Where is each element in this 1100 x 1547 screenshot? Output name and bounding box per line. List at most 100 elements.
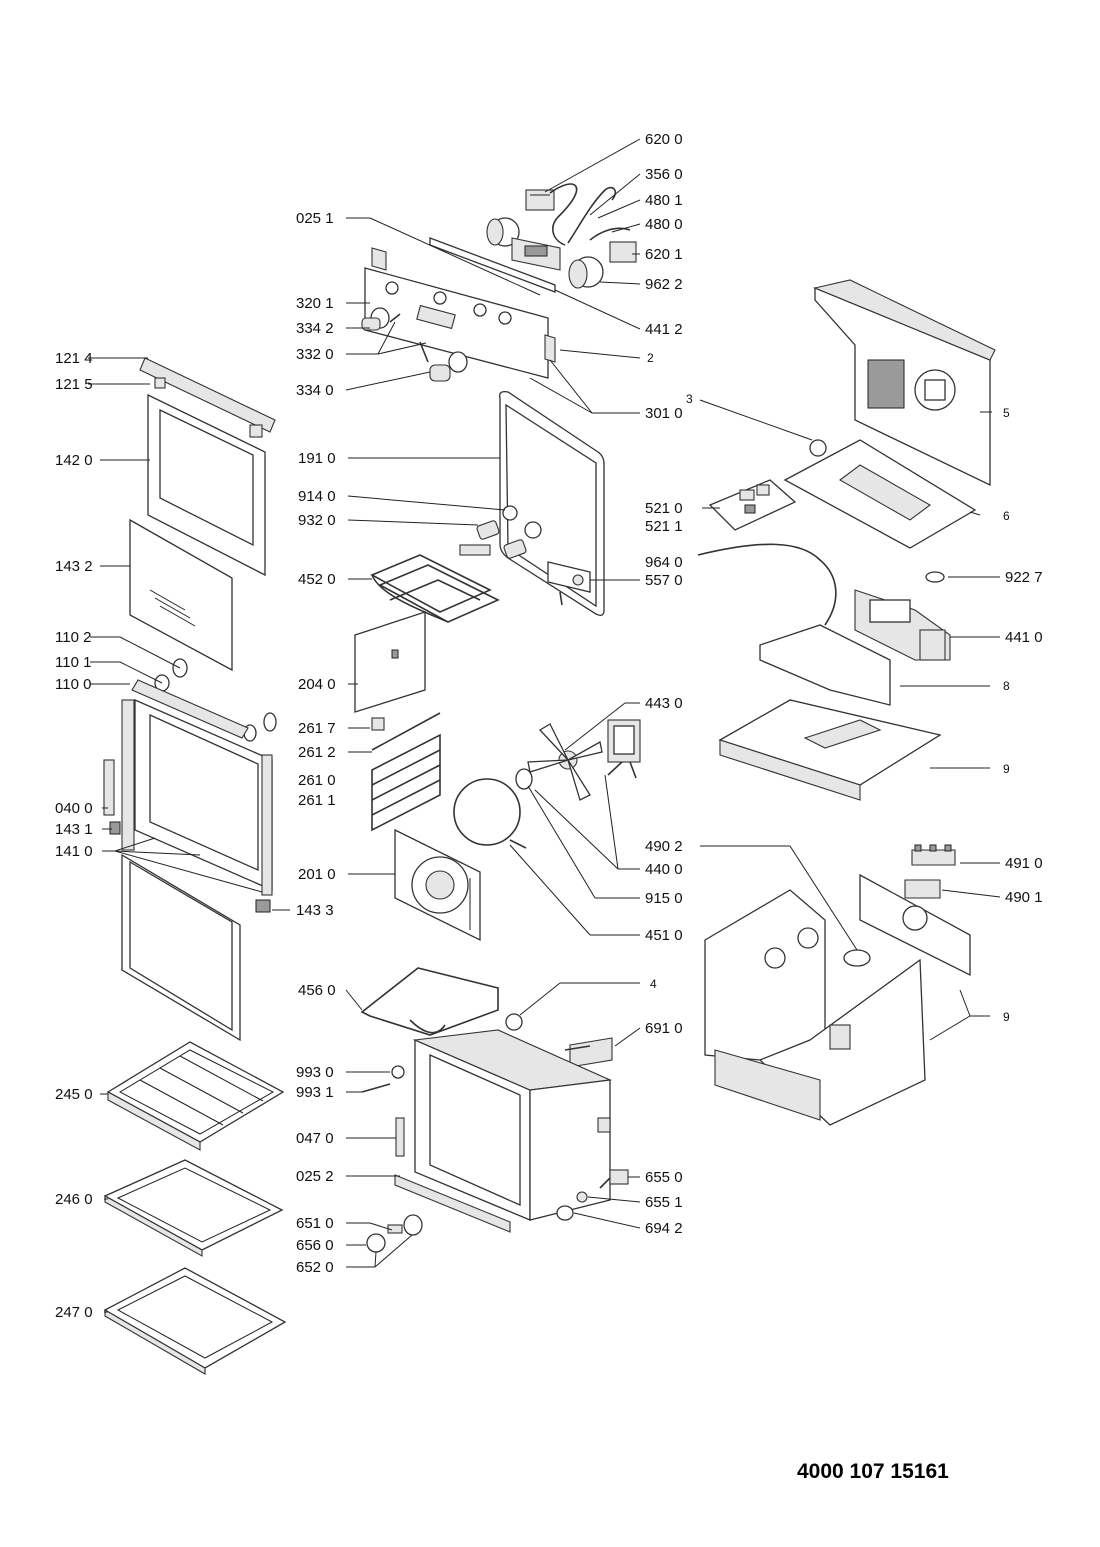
callout-9b: 9 xyxy=(1003,1010,1010,1024)
part-bracket xyxy=(697,543,837,626)
callout-6201: 620 1 xyxy=(645,246,683,263)
callout-5211: 521 1 xyxy=(645,518,683,535)
callout-4510: 451 0 xyxy=(645,927,683,944)
part-outer-casing xyxy=(704,889,926,1126)
part-side-racks xyxy=(371,712,441,832)
callout-9930: 993 0 xyxy=(296,1064,334,1081)
part-door-frame xyxy=(103,679,273,913)
part-selector-switch-top xyxy=(486,183,578,247)
part-knobs-left xyxy=(361,307,468,382)
callout-6520: 652 0 xyxy=(296,1259,334,1276)
part-thermal-fuse xyxy=(505,1013,523,1031)
part-selector-switch-right xyxy=(568,241,637,289)
callout-4902: 490 2 xyxy=(645,838,683,855)
part-lamp-assembly xyxy=(476,505,542,559)
callout-1431: 143 1 xyxy=(55,821,93,838)
part-door-hinge-mech xyxy=(564,1037,613,1068)
parts-drawing xyxy=(103,183,996,1375)
callout-1432: 143 2 xyxy=(55,558,93,575)
callout-1420: 142 0 xyxy=(55,452,93,469)
callout-9150: 915 0 xyxy=(645,890,683,907)
callout-6550: 655 0 xyxy=(645,1169,683,1186)
part-outer-door-glass xyxy=(147,393,266,577)
part-rear-panel-box xyxy=(904,879,941,899)
part-fan-blade xyxy=(515,723,603,801)
callout-2610: 261 0 xyxy=(298,772,336,789)
part-insulation-plate xyxy=(783,439,977,549)
callout-6551: 655 1 xyxy=(645,1194,683,1211)
callout-6200: 620 0 xyxy=(645,131,683,148)
part-door-gasket xyxy=(499,390,605,616)
document-number: 4000 107 15161 xyxy=(797,1460,949,1483)
part-inner-door-glass xyxy=(129,518,233,672)
callout-5: 5 xyxy=(1003,406,1010,420)
callout-1910: 191 0 xyxy=(298,450,336,467)
callout-9931: 993 1 xyxy=(296,1084,334,1101)
part-cap-dome xyxy=(843,949,871,967)
callout-0251: 025 1 xyxy=(296,210,334,227)
part-cooling-fan xyxy=(854,589,951,661)
callout-3342: 334 2 xyxy=(296,320,334,337)
callout-4412: 441 2 xyxy=(645,321,683,338)
callout-9640: 964 0 xyxy=(645,554,683,571)
callout-6560: 656 0 xyxy=(296,1237,334,1254)
callout-4520: 452 0 xyxy=(298,571,336,588)
leader-lines xyxy=(88,138,1001,1313)
callout-2: 2 xyxy=(647,351,654,365)
callout-6: 6 xyxy=(1003,509,1010,523)
callout-1102: 110 2 xyxy=(55,629,91,646)
part-control-module xyxy=(511,237,561,271)
callout-9320: 932 0 xyxy=(298,512,336,529)
callout-4: 4 xyxy=(650,977,657,991)
callout-2040: 204 0 xyxy=(298,676,336,693)
part-door-switch xyxy=(556,1169,629,1221)
part-top-grill-element xyxy=(370,544,500,623)
part-wire-harness xyxy=(567,186,631,244)
callout-3320: 332 0 xyxy=(296,346,334,363)
callout-0470: 047 0 xyxy=(296,1130,334,1147)
part-front-knobs xyxy=(366,1214,423,1253)
part-top-cover xyxy=(813,279,996,487)
callout-5210: 521 0 xyxy=(645,500,683,517)
part-bottom-element xyxy=(360,967,499,1036)
callout-9227: 922 7 xyxy=(1005,569,1043,586)
part-door-top-trim xyxy=(139,357,276,438)
callout-6942: 694 2 xyxy=(645,1220,683,1237)
callout-9a: 9 xyxy=(1003,762,1010,776)
part-thermostat-sensor xyxy=(547,561,591,606)
callout-0400: 040 0 xyxy=(55,800,93,817)
callout-9622: 962 2 xyxy=(645,276,683,293)
part-rear-fan-cover xyxy=(394,828,481,942)
part-hinge-bracket xyxy=(371,717,385,731)
callout-8: 8 xyxy=(1003,679,1010,693)
callout-4800: 480 0 xyxy=(645,216,683,233)
callout-4400: 440 0 xyxy=(645,861,683,878)
part-bottom-trim xyxy=(394,1174,511,1233)
part-fan-duct xyxy=(759,624,891,706)
callout-labels: 620 0 356 0 480 1 480 0 620 1 962 2 025 … xyxy=(55,131,1043,1321)
callout-1100: 110 0 xyxy=(55,676,91,693)
callout-3201: 320 1 xyxy=(296,295,334,312)
callout-1214: 121 4 xyxy=(55,350,93,367)
callout-4801: 480 1 xyxy=(645,192,683,209)
callout-4910: 491 0 xyxy=(1005,855,1043,872)
callout-2611: 261 1 xyxy=(298,792,336,809)
callout-2010: 201 0 xyxy=(298,866,336,883)
callout-3560: 356 0 xyxy=(645,166,683,183)
part-door-seal-frame xyxy=(121,853,241,1042)
part-terminal-block xyxy=(911,844,956,866)
callout-2612: 261 2 xyxy=(298,744,336,761)
part-deep-tray xyxy=(103,1267,287,1375)
part-washer xyxy=(925,571,945,583)
callout-5570: 557 0 xyxy=(645,572,683,589)
part-rear-shield xyxy=(354,611,426,713)
callout-0252: 025 2 xyxy=(296,1168,334,1185)
callout-6510: 651 0 xyxy=(296,1215,334,1232)
callout-1433: 143 3 xyxy=(296,902,334,919)
part-control-panel xyxy=(364,237,556,379)
part-fan-motor xyxy=(607,719,641,779)
callout-4560: 456 0 xyxy=(298,982,336,999)
part-baking-tray xyxy=(103,1159,284,1257)
callout-2460: 246 0 xyxy=(55,1191,93,1208)
